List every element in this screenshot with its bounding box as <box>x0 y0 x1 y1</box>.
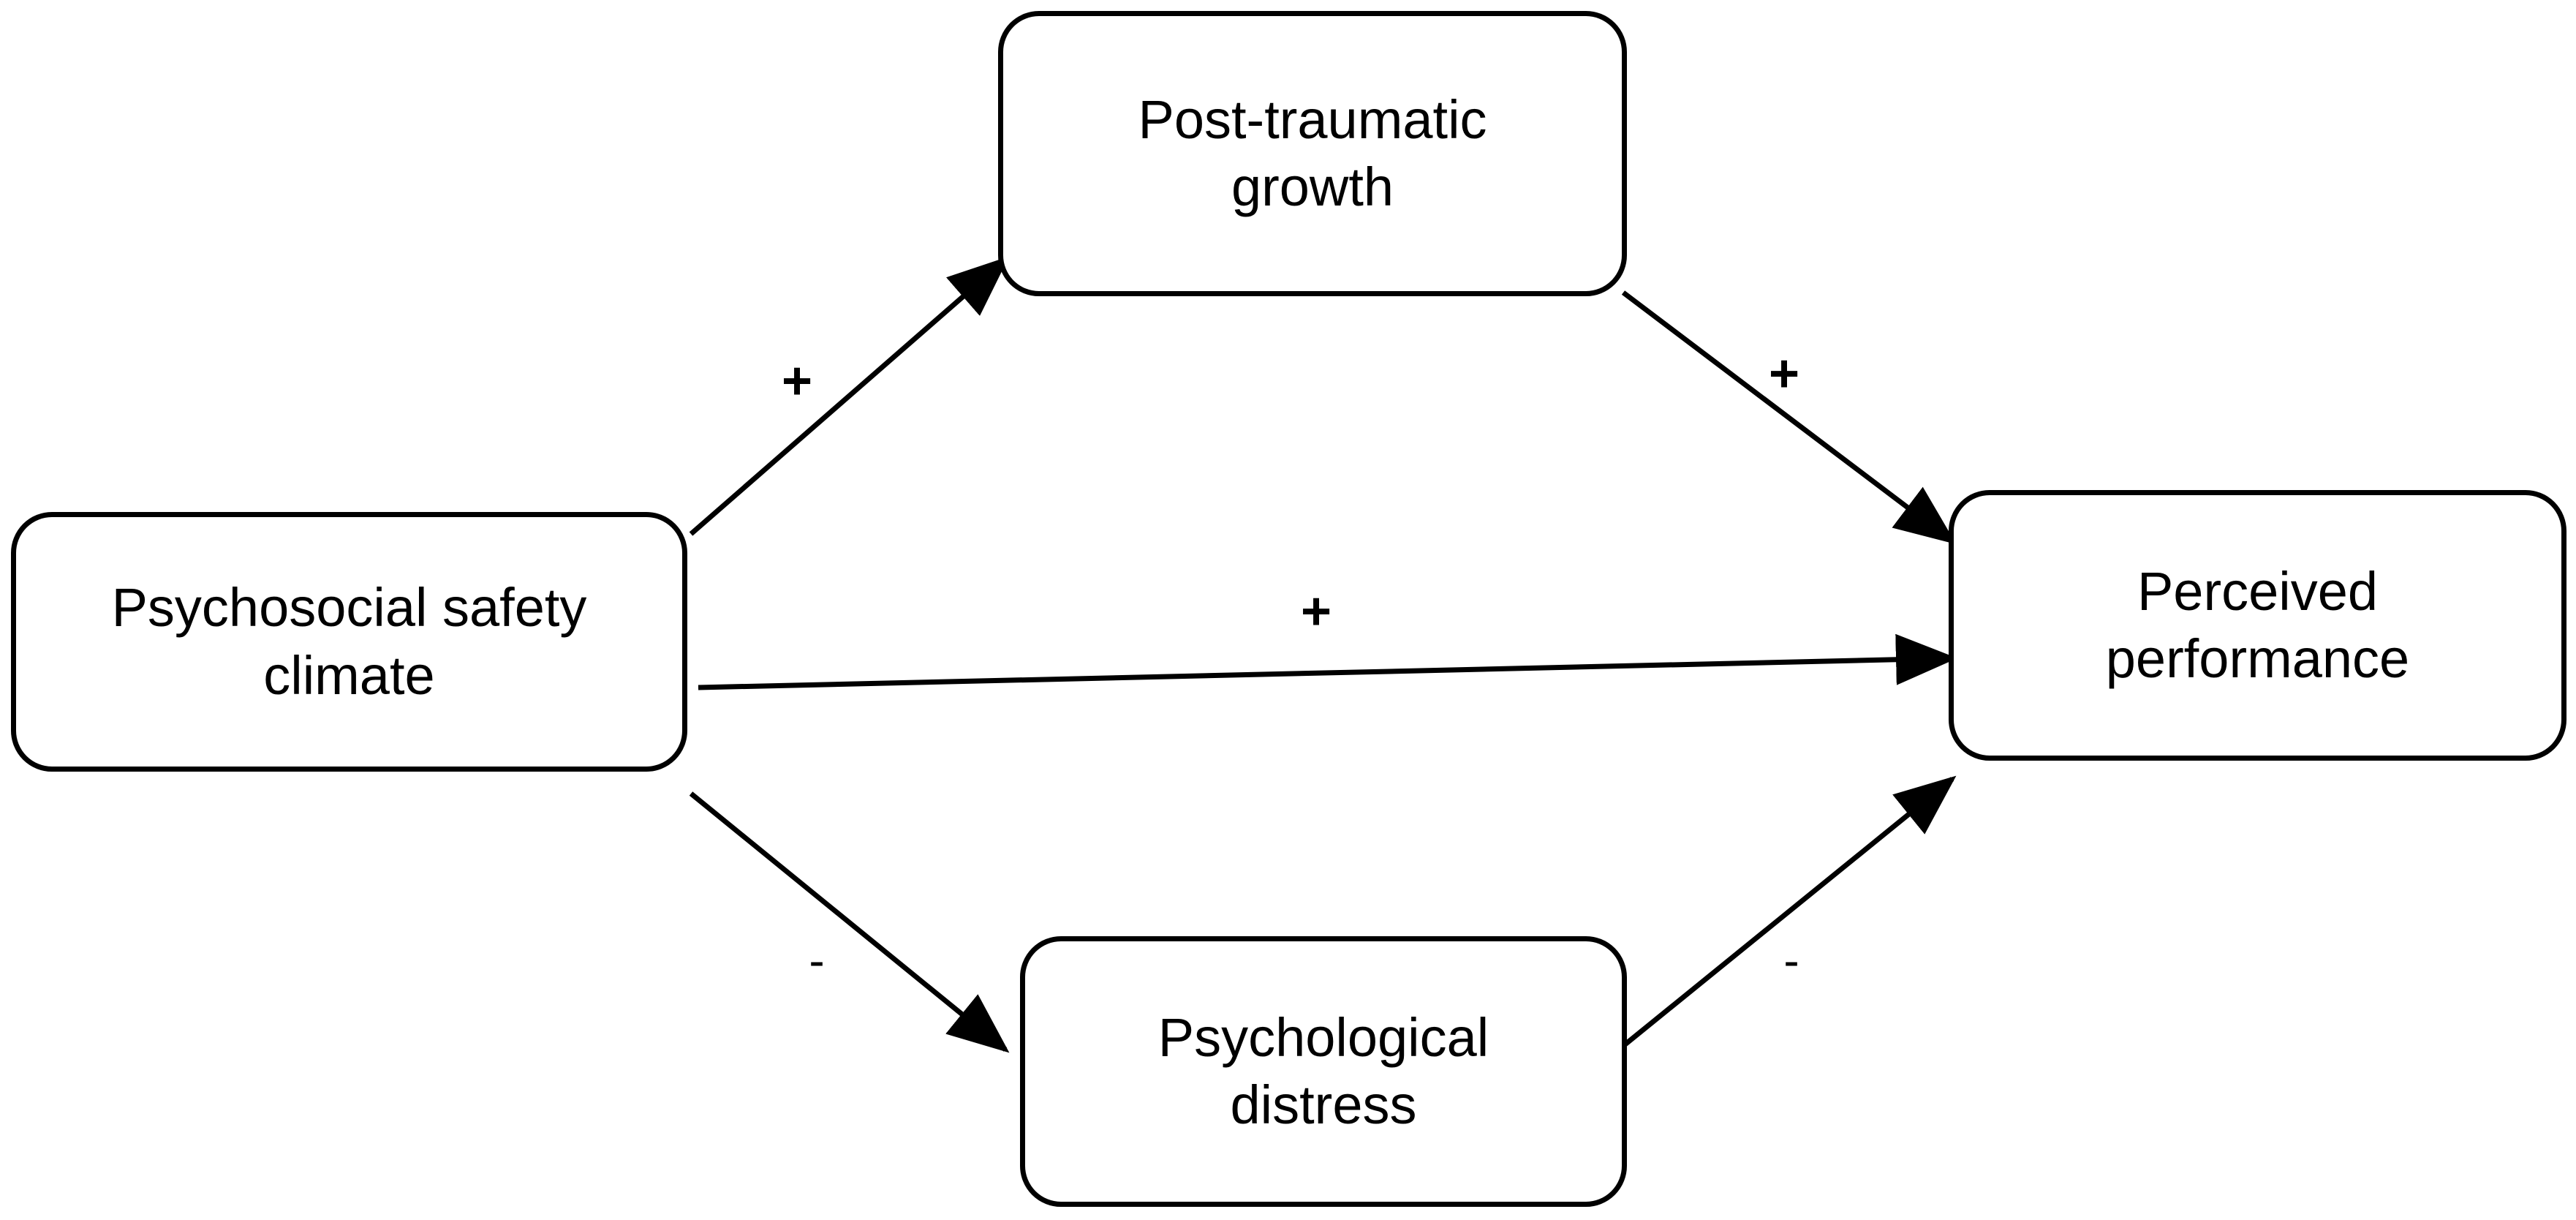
node-psychological-distress: Psychological distress <box>1020 936 1627 1207</box>
node-perceived-performance: Perceived performance <box>1949 490 2566 761</box>
node-text-line: climate <box>263 644 435 706</box>
arrow-pd-to-pp <box>1621 775 1957 1048</box>
node-label-psychological-distress: Psychological distress <box>1158 1004 1489 1140</box>
node-label-perceived-performance: Perceived performance <box>2106 558 2409 693</box>
node-text-line: Post-traumatic <box>1138 89 1487 150</box>
node-text-line: Psychosocial safety <box>111 577 587 638</box>
node-text-line: distress <box>1230 1074 1417 1135</box>
sign-psc-ptg: + <box>782 352 812 410</box>
sign-psc-pd: - <box>809 934 824 987</box>
node-text-line: growth <box>1231 157 1394 217</box>
arrow-psc-to-pp <box>698 633 1957 690</box>
sign-pd-pp: - <box>1783 934 1799 987</box>
arrow-psc-to-ptg <box>689 256 1010 536</box>
arrow-ptg-to-pp <box>1621 290 1957 545</box>
node-label-post-traumatic-growth: Post-traumatic growth <box>1138 86 1487 222</box>
arrow-psc-to-pd <box>689 791 1010 1053</box>
node-text-line: performance <box>2105 628 2410 689</box>
node-psychosocial-safety-climate: Psychosocial safety climate <box>11 512 687 772</box>
node-text-line: Perceived <box>2137 560 2379 622</box>
node-post-traumatic-growth: Post-traumatic growth <box>998 11 1627 296</box>
node-label-psychosocial-safety-climate: Psychosocial safety climate <box>112 574 587 709</box>
sign-psc-pp: + <box>1301 582 1332 641</box>
sign-ptg-pp: + <box>1769 344 1799 403</box>
node-text-line: Psychological <box>1157 1006 1489 1068</box>
